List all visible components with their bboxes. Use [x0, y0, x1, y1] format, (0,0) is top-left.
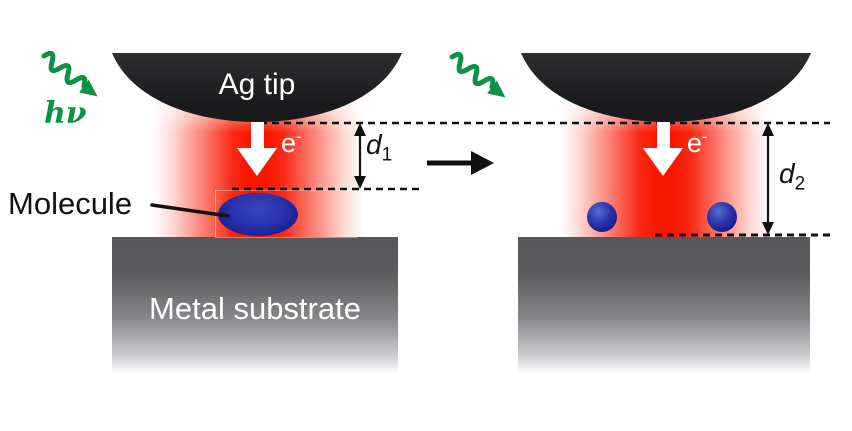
electron-arrow-icon-right	[643, 122, 683, 176]
molecule-sphere-right	[707, 202, 737, 232]
metal-substrate-right	[518, 237, 810, 375]
molecule-label: Molecule	[8, 186, 133, 221]
electron-arrow-icon-left	[237, 122, 277, 176]
molecule-pointer-line	[150, 203, 230, 218]
metal-substrate-label: Metal substrate	[149, 291, 361, 326]
d1-measure-arrow	[354, 123, 366, 189]
ag-tip-shape-left	[112, 53, 402, 122]
molecule-ellipse	[218, 193, 298, 236]
electron-label-right: e-	[687, 127, 708, 158]
gap-distance-label-d1: d1	[366, 129, 393, 166]
photon-arrow-icon-left	[41, 50, 98, 97]
ag-tip-label: Ag tip	[218, 68, 296, 101]
transition-arrow-icon	[427, 151, 494, 175]
photon-arrow-icon-right	[449, 51, 506, 98]
electron-label-left: e-	[281, 127, 302, 158]
d2-measure-arrow	[762, 123, 774, 235]
molecule-sphere-left	[587, 202, 617, 232]
metal-substrate-left	[112, 237, 398, 375]
gap-distance-label-d2: d2	[779, 158, 806, 195]
ag-tip-shape-right	[521, 53, 811, 122]
photon-energy-label: hν	[44, 96, 87, 131]
